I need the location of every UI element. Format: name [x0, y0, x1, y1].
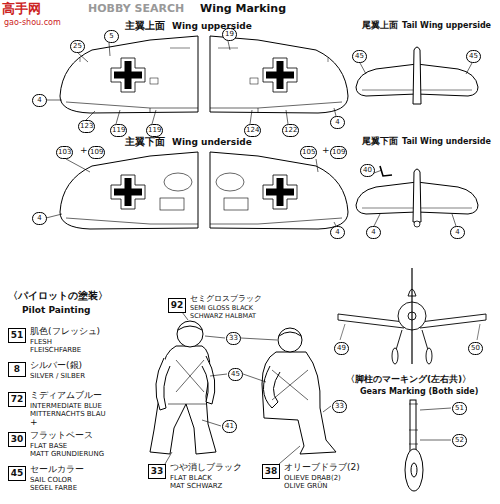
label-text: SCHWARZ HALBMAT — [190, 313, 256, 320]
callout-number: 40 — [360, 164, 375, 177]
label-text: SAIL COLOR — [30, 476, 72, 484]
label-text: 肌色(フレッシュ) — [30, 326, 100, 336]
label-text: Tail Wing underside — [402, 137, 491, 146]
watermark: HOBBY SEARCH — [88, 3, 184, 16]
callout-number: 19 — [222, 28, 237, 41]
label-text: オリーブドラブ(2) — [284, 462, 360, 472]
paint-number: 8 — [8, 362, 26, 377]
label-text: 〈脚柱のマーキング(左右共)〉 — [346, 374, 471, 384]
callout-number: 122 — [282, 124, 299, 137]
label-text: Pilot Painting — [22, 305, 91, 315]
callout-number: 105 — [300, 146, 317, 159]
callout-number: 119 — [110, 124, 127, 137]
paint-number: 38 — [262, 464, 280, 479]
callout-number: 123 — [78, 120, 95, 133]
label-text: MAT SCHWARZ — [170, 482, 222, 490]
label-text: つや消しブラック — [170, 462, 242, 472]
label-text: + — [80, 145, 88, 155]
callout-number: 119 — [146, 124, 163, 137]
label-text: 主翼上面 — [125, 20, 165, 32]
label-text: 主翼下面 — [125, 136, 165, 148]
callout-number: 45 — [466, 50, 481, 63]
label-text: SEGEL FARBE — [30, 484, 77, 492]
callout-number: 33 — [226, 332, 241, 345]
label-text: 尾翼上面 — [362, 20, 398, 30]
callout-number: 4 — [366, 226, 381, 239]
paint-number: 92 — [168, 298, 186, 313]
label-text: INTERMEDIATE BLUE — [30, 402, 102, 410]
callout-number: 41 — [222, 420, 237, 433]
label-text: Wing underside — [172, 137, 252, 147]
label-text: Wing Marking — [200, 3, 286, 16]
callout-number: 45 — [352, 50, 367, 63]
callout-number: 124 — [244, 124, 261, 137]
label-text: OLIVE GRÜN — [284, 482, 328, 490]
paint-number: 51 — [8, 328, 26, 343]
label-text: Wing upperside — [172, 21, 252, 31]
watermark: 高手网 — [2, 2, 41, 17]
callout-number: 45 — [228, 368, 243, 381]
label-text: + — [322, 145, 330, 155]
label-text: セミグロスブラック — [190, 294, 262, 303]
paint-number: 33 — [148, 464, 166, 479]
callout-number: 109 — [330, 146, 347, 159]
callout-number: 4 — [32, 212, 47, 225]
callout-number: 51 — [452, 402, 467, 415]
label-text: FLAT BLACK — [170, 474, 212, 482]
label-text: FLESH — [30, 338, 52, 346]
label-text: ミディアムブルー — [30, 390, 102, 400]
label-text: セールカラー — [30, 464, 84, 474]
label-text: 尾翼下面 — [362, 136, 398, 146]
label-text: OLIEVE DRAB(2) — [284, 474, 341, 482]
callout-number: 5 — [104, 30, 119, 43]
label-text: SEMI GLOSS BLACK — [190, 305, 253, 312]
label-text: FLEISCHFARBE — [30, 346, 81, 354]
callout-number: 25 — [70, 40, 85, 53]
label-text: SILVER / SILBER — [30, 372, 85, 380]
callout-number: 4 — [32, 94, 47, 107]
callout-number: 109 — [88, 146, 105, 159]
paint-number: 30 — [8, 432, 26, 447]
callout-number: 4 — [330, 116, 345, 129]
callout-number: 33 — [332, 400, 347, 413]
label-text: FLAT BASE — [30, 442, 67, 450]
label-text: Gears Marking (Both side) — [360, 387, 478, 396]
paint-number: 72 — [8, 392, 26, 407]
label-text: Tail Wing upperside — [402, 21, 491, 30]
label-text: 〈パイロットの塗装〉 — [8, 290, 108, 302]
watermark: gao-shou.com — [4, 18, 61, 27]
callout-number: 4 — [330, 226, 345, 239]
paint-number: 45 — [8, 466, 26, 481]
label-text: MITTERNACHTS BLAU — [30, 410, 106, 418]
callout-number: 4 — [450, 226, 465, 239]
callout-number: 49 — [334, 342, 349, 355]
callout-number: 103 — [56, 146, 73, 159]
label-text: MATT GRUNDIERUNG — [30, 450, 104, 458]
label-text: + — [30, 417, 38, 427]
callout-number: 52 — [452, 434, 467, 447]
callout-number: 50 — [468, 342, 483, 355]
label-text: フラットベース — [30, 430, 93, 440]
label-text: シルバー(銀) — [30, 360, 82, 370]
